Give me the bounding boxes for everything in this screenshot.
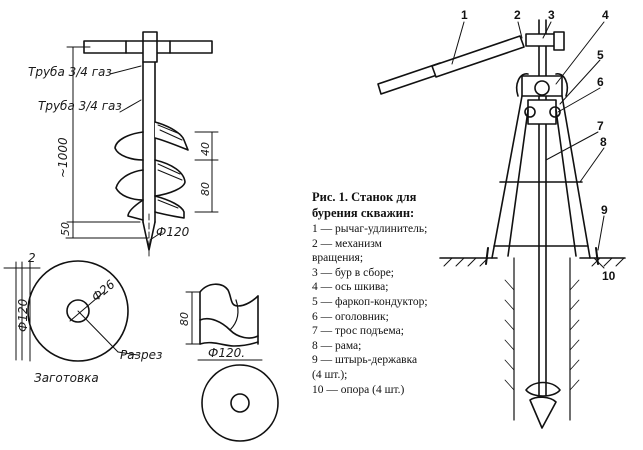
caption-item: (4 шт.); [312,368,348,381]
caption-item: вращения; [312,252,364,265]
section-dim-80: 80 [178,312,191,326]
callout-4: 4 [602,8,609,22]
dim-40: 40 [199,142,212,156]
dim-phi120: Ф120 [156,225,190,239]
blank-drawing [3,260,139,362]
callout-8: 8 [600,135,607,149]
caption-item: 6 — оголовник; [312,310,389,323]
caption-item: 10 — опора (4 шт.) [312,383,405,396]
blank-dim-2: 2 [28,251,36,265]
callout-1: 1 [461,8,468,22]
caption-item: 9 — штырь-державка [312,354,418,367]
label-zagotovka: Заготовка [34,371,99,385]
callout-5: 5 [597,48,604,62]
caption-item: 1 — рычаг-удлинитель; [312,223,428,235]
section-dim-phi120: Ф120. [208,346,245,360]
blank-dim-phi120: Ф120 [16,298,30,332]
caption-item: 8 — рама; [312,339,362,352]
dim-50: 50 [59,222,72,236]
caption-item: 5 — фаркоп-кондуктор; [312,295,428,308]
auger-drawing [65,31,219,259]
rig-drawing [377,19,626,429]
section-drawing [185,283,279,442]
blank-dim-phi26: Ф26 [89,277,118,304]
caption-title-line-2: бурения скважин: [312,206,415,220]
dim-80: 80 [199,182,212,196]
caption-item: 7 — трос подъема; [312,325,404,338]
callout-3: 3 [548,8,555,22]
callout-6: 6 [597,75,604,89]
dim-total: ~1000 [56,137,70,178]
callout-7: 7 [597,119,604,133]
callout-2: 2 [514,8,521,22]
caption-item: 4 — ось шкива; [312,281,389,294]
caption-item: 3 — бур в сборе; [312,266,394,279]
callout-10: 10 [602,269,616,283]
pipe-label-1: Труба 3/4 газ [28,65,112,79]
figure-caption: Рис. 1. Станок для бурения скважин: 1 — … [312,190,482,397]
callout-9: 9 [601,203,608,217]
caption-title-line-1: Рис. 1. Станок для [312,190,417,204]
pipe-label-2: Труба 3/4 газ [38,99,122,113]
label-razrez: Разрез [120,348,162,362]
caption-item: 2 — механизм [312,237,382,250]
